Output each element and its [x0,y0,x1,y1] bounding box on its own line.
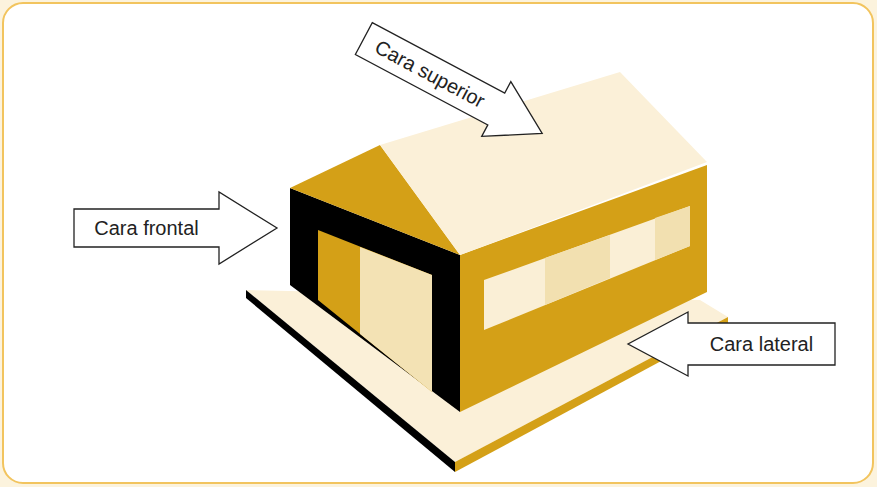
callout-text: Cara frontal [94,218,199,238]
callout-text: Cara lateral [710,334,813,354]
window-pane [545,235,610,305]
panel [3,3,873,483]
arrow-shape [628,312,835,376]
arrow-shape [349,11,556,161]
callout-arrow: Cara frontal [74,192,277,264]
door-opening [318,230,432,392]
callout-arrow: Cara lateral [628,312,835,376]
window-pane [655,206,690,260]
door-leaf [360,247,432,392]
roof [380,72,707,255]
arrow-shape [74,192,277,264]
